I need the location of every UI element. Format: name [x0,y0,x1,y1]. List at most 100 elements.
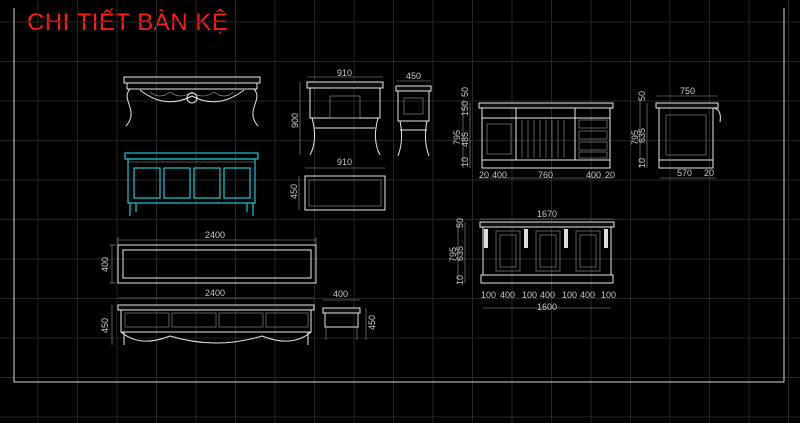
dim-label: 100 [481,290,496,300]
cad-line [578,151,608,159]
dim-label: 570 [677,168,692,178]
cad-line [655,102,719,109]
cad-line [193,167,221,199]
cad-line [120,309,312,333]
cad-line [324,312,359,328]
cad-line [139,89,245,103]
cad-line [127,158,256,204]
dim-label: 400 [492,170,507,180]
cad-line [322,307,361,314]
dim-label: 795 [452,130,462,145]
cad-line [579,234,597,268]
dim-label: 450 [367,315,377,330]
dim-label: 10 [637,158,647,168]
desk-front-elevation: 50 150 485 10 795 20 400 760 400 20 [452,87,615,180]
desk-side-elevation: 750 50 635 10 795 570 20 [630,86,721,179]
dim-label: 100 [601,290,616,300]
dim-label: 20 [704,168,714,178]
dim-label: 400 [586,170,601,180]
plan-2400x400: 2400 400 [100,230,317,284]
cad-line [397,90,430,122]
cad-line [117,304,315,311]
dim-label: 450 [100,318,110,333]
dim-label: 400 [333,289,348,299]
cad-line [265,312,309,328]
cad-line [480,274,614,284]
cad-line [539,234,557,268]
cad-line [124,152,259,160]
cad-line [308,179,382,207]
cad-line [125,88,259,127]
cad-line [309,87,381,119]
cad-line [126,82,258,90]
cad-line [309,117,381,156]
dim-label: 10 [455,275,465,285]
stool-elevation: 400 450 [322,289,377,340]
console-table-elevation [123,76,261,127]
dim-label: 10 [460,157,470,167]
cad-line [521,120,565,158]
dim-label: 485 [460,132,470,147]
dim-label: 635 [455,246,465,261]
dim-label: 910 [337,68,352,78]
cad-line [578,141,608,151]
dim-label: 20 [479,170,489,180]
cad-line [639,95,718,179]
cad-line [323,299,367,340]
dim-label: 100 [522,290,537,300]
cad-line [403,97,424,115]
dim-label: 2400 [205,230,225,240]
cad-line [218,312,264,328]
cad-line [499,234,517,268]
dim-label: 450 [289,184,299,199]
dim-label: 450 [406,71,421,81]
cad-line [479,221,615,228]
dim-label: 50 [637,91,647,101]
cad-line [484,229,608,248]
cad-line [163,167,191,199]
dim-label: 1670 [537,209,557,219]
cad-line [171,312,217,328]
cad-line [658,107,714,161]
cad-line [535,230,561,272]
cad-line [124,312,170,328]
cad-line [223,167,251,199]
dim-label: 150 [460,101,470,116]
cad-line [578,119,608,129]
cad-line [578,130,608,140]
dim-label: 750 [680,86,695,96]
cad-line [306,81,384,89]
dim-label: 910 [337,157,352,167]
dim-label: 2400 [205,288,225,298]
cad-line [395,85,432,92]
cad-line [304,175,386,211]
dim-label: 400 [100,257,110,272]
cad-line [117,244,317,284]
cad-line [486,123,512,155]
cad-line [329,95,361,119]
cad-line [481,159,611,169]
cad-line [298,167,385,210]
cad-line [111,297,314,345]
cad-line [495,230,521,272]
cad-line [462,100,613,179]
dim-label: 50 [460,87,470,97]
cad-line [665,114,707,156]
dim-label: 50 [455,218,465,228]
cad-line [120,331,312,345]
cad-line [133,167,161,199]
cad-line [457,218,614,309]
cad-line [129,203,254,216]
cad-line [713,107,721,123]
dim-label: 20 [605,170,615,180]
cad-line [658,159,714,169]
dim-label: 900 [290,113,300,128]
dim-label: 100 [562,290,577,300]
vanity-front-elevation: 910 900 [290,68,384,156]
dim-label: 1600 [537,302,557,312]
cabinet-front-elevation: 1670 50 635 10 795 100 400 100 400 100 4… [448,209,616,312]
cad-line [575,230,601,272]
